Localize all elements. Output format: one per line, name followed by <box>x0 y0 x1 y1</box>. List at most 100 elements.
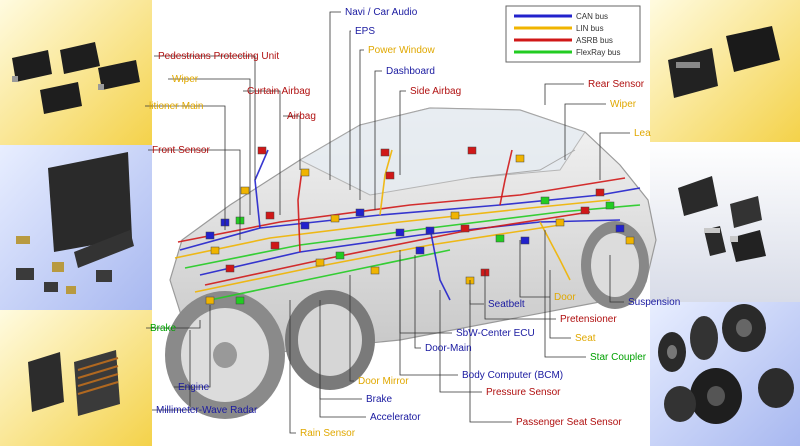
label-lea: Lea <box>634 128 651 139</box>
leader-lines <box>145 11 630 434</box>
label-pressure: Pressure Sensor <box>486 387 561 398</box>
leader-accel <box>319 320 366 418</box>
photo-panel-top-left <box>0 0 152 145</box>
label-aircon: litioner-Main <box>149 101 203 112</box>
legend-label-0: CAN bus <box>576 12 608 21</box>
leader-ped <box>154 55 256 180</box>
photo-panel-bottom-right <box>650 302 800 446</box>
ecu-marker-17 <box>460 224 470 233</box>
leader-engine <box>174 305 211 388</box>
leader-seat <box>549 270 571 339</box>
photo-panel-mid-left <box>0 145 152 310</box>
leader-mmw <box>152 330 191 411</box>
bus-wire-4 <box>177 177 626 243</box>
ecu-marker-14 <box>235 296 245 305</box>
label-dash: Dashboard <box>386 66 435 77</box>
ecu-marker-4 <box>515 154 525 163</box>
front-wheel <box>165 291 285 419</box>
bus-wire-9 <box>297 169 303 253</box>
label-sairbag: Side Airbag <box>410 86 461 97</box>
label-seatbelt: Seatbelt <box>488 299 525 310</box>
label-sbw: SbW-Center ECU <box>456 328 535 339</box>
label-navi: Navi / Car Audio <box>345 7 418 18</box>
label-brake_b: Brake <box>366 394 393 405</box>
label-pseat: Passenger Seat Sensor <box>516 417 622 428</box>
ecu-marker-34 <box>540 196 550 205</box>
label-star: Star Coupler <box>590 352 647 363</box>
ecu-marker-12 <box>225 264 235 273</box>
bus-wire-2 <box>174 199 611 259</box>
ecu-marker-13 <box>205 296 215 305</box>
ecu-marker-30 <box>270 241 280 250</box>
leader-eps <box>349 30 351 190</box>
leader-front <box>148 149 241 240</box>
label-seat: Seat <box>575 333 596 344</box>
ecu-marker-25 <box>385 171 395 180</box>
label-brake_l: Brake <box>150 323 177 334</box>
leader-susp <box>609 255 624 303</box>
leader-airbag <box>283 115 301 170</box>
label-pwin: Power Window <box>368 45 435 56</box>
legend-label-1: LIN bus <box>576 24 604 33</box>
leader-brake_l <box>146 320 201 329</box>
leader-pseat <box>469 300 512 423</box>
ecu-marker-18 <box>495 234 505 243</box>
bus-wire-7 <box>209 249 451 301</box>
leader-aircon <box>145 105 226 230</box>
leader-pret <box>484 270 556 320</box>
leader-navi <box>329 11 341 180</box>
leader-pwin <box>359 49 364 200</box>
bus-wire-12 <box>499 149 513 206</box>
ecu-marker-0 <box>257 146 267 155</box>
leader-sairbag <box>399 90 406 175</box>
label-eps: EPS <box>355 26 375 37</box>
label-susp: Suspension <box>628 297 680 308</box>
photo-panel-mid-right <box>650 142 800 302</box>
label-cairbag: Curtain Airbag <box>247 86 310 97</box>
ecu-marker-19 <box>520 236 530 245</box>
leader-pressure <box>439 290 482 393</box>
ecu-marker-6 <box>330 214 340 223</box>
label-engine: Engine <box>178 382 210 393</box>
ecu-marker-32 <box>370 266 380 275</box>
bus-wire-13 <box>539 221 571 281</box>
bus-wire-11 <box>429 227 451 301</box>
ecu-marker-8 <box>265 211 275 220</box>
leader-rear <box>544 83 584 105</box>
ecu-marker-29 <box>315 258 325 267</box>
label-wiper_l: Wiper <box>172 74 199 85</box>
label-accel: Accelerator <box>370 412 421 423</box>
ecu-marker-20 <box>555 218 565 227</box>
photo-panel-top-right <box>650 0 800 142</box>
legend-label-3: FlexRay bus <box>576 48 620 57</box>
label-doormain: Door-Main <box>425 343 472 354</box>
label-ped: Pedestrians Protecting Unit <box>158 51 279 62</box>
leader-cairbag <box>243 90 281 215</box>
label-pret: Pretensioner <box>560 314 617 325</box>
bus-wire-10 <box>379 149 393 216</box>
leader-wiper_r <box>564 103 606 160</box>
leader-door <box>519 240 550 298</box>
rear-wheel <box>581 221 649 309</box>
label-door: Door <box>554 292 576 303</box>
ecu-marker-16 <box>425 226 435 235</box>
label-front: Front Sensor <box>152 145 210 156</box>
bus-wire-0 <box>179 187 641 251</box>
leader-lea <box>599 132 630 180</box>
label-bcm: Body Computer (BCM) <box>462 370 563 381</box>
bus-wire-5 <box>204 211 591 286</box>
leader-dash <box>374 70 382 210</box>
leader-rain <box>289 300 296 434</box>
ecu-marker-28 <box>335 251 345 260</box>
ecu-marker-31 <box>415 246 425 255</box>
leader-doormain <box>414 255 421 349</box>
front-right-wheel <box>285 290 375 390</box>
leader-star <box>544 230 586 358</box>
ecu-marker-10 <box>205 231 215 240</box>
ecu-marker-36 <box>240 186 250 195</box>
ecu-marker-23 <box>615 224 625 233</box>
label-airbag: Airbag <box>287 111 316 122</box>
ecu-marker-33 <box>450 211 460 220</box>
